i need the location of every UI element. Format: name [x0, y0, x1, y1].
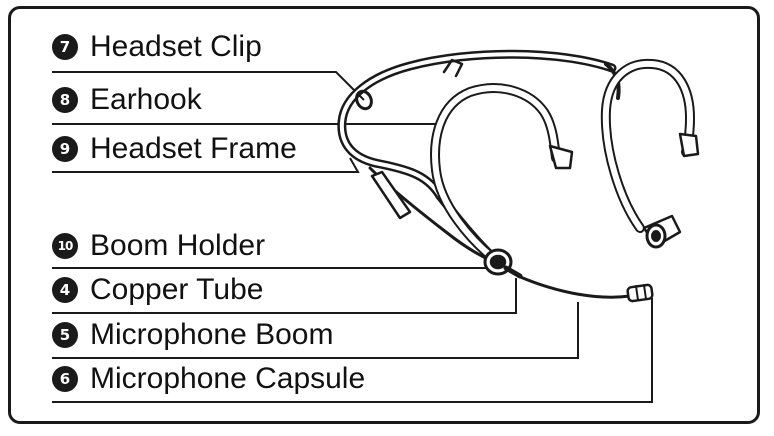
number-badge: 8 — [52, 87, 78, 113]
label-text: Earhook — [90, 83, 202, 116]
label-headset-frame: 9 Headset Frame — [52, 132, 297, 166]
label-text: Headset Frame — [90, 132, 297, 165]
label-text: Headset Clip — [90, 30, 262, 63]
number-badge: 10 — [52, 233, 78, 259]
label-text: Microphone Capsule — [90, 362, 366, 395]
leader-line-headset-frame — [52, 157, 360, 173]
label-microphone-boom: 5 Microphone Boom — [52, 318, 333, 352]
label-text: Boom Holder — [90, 229, 266, 262]
label-boom-holder: 10 Boom Holder — [52, 229, 265, 263]
number-badge: 5 — [52, 322, 78, 348]
label-microphone-capsule: 6 Microphone Capsule — [52, 362, 365, 396]
leader-line-microphone-boom — [52, 302, 579, 359]
label-text: Microphone Boom — [90, 318, 334, 351]
leader-line-microphone-capsule — [52, 298, 653, 403]
headset-illustration — [337, 49, 700, 303]
label-headset-clip: 7 Headset Clip — [52, 30, 262, 64]
number-badge: 7 — [52, 34, 78, 60]
headset-clip — [355, 89, 373, 111]
label-earhook: 8 Earhook — [52, 83, 202, 117]
label-text: Copper Tube — [90, 273, 264, 306]
number-badge: 9 — [52, 136, 78, 162]
label-copper-tube: 4 Copper Tube — [52, 273, 263, 307]
number-badge: 6 — [52, 366, 78, 392]
microphone-boom — [516, 274, 632, 299]
microphone-capsule — [626, 283, 654, 303]
leader-line-copper-tube — [52, 278, 517, 314]
number-badge: 4 — [52, 277, 78, 303]
